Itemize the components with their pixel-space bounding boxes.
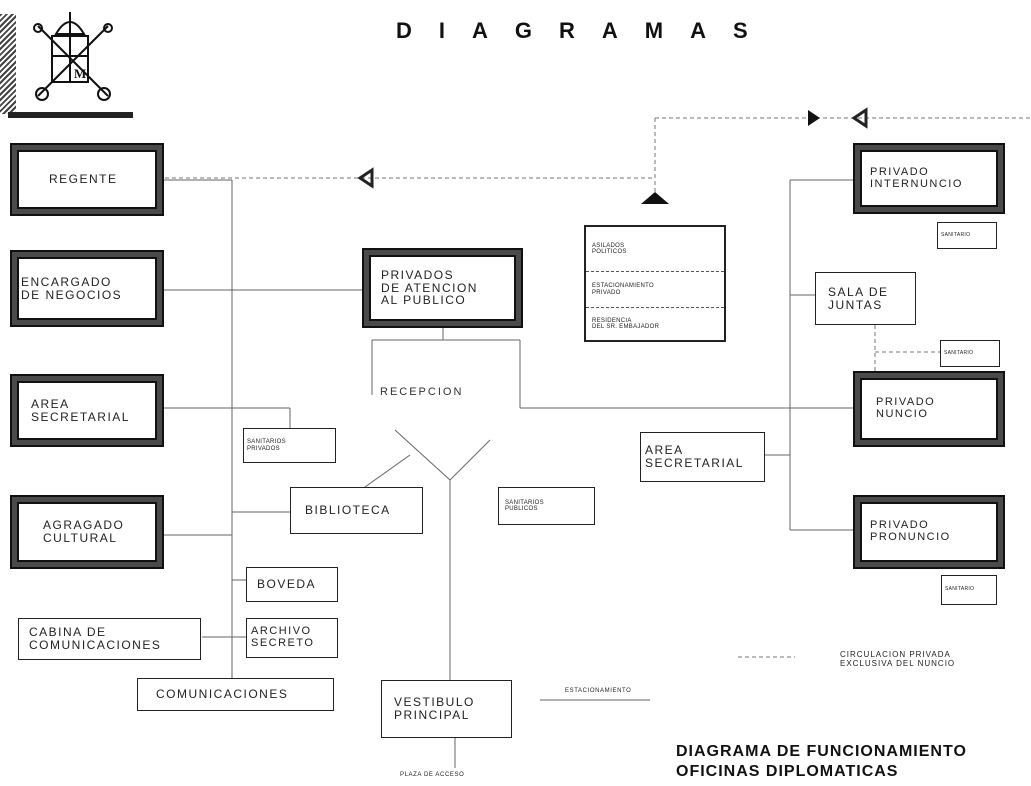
box-sanitarios-privados[interactable]: SANITARIOS PRIVADOS [243, 428, 336, 463]
label-plaza-de-acceso: PLAZA DE ACCESO [400, 772, 465, 778]
label-estacionamiento: ESTACIONAMIENTO [565, 688, 632, 694]
box-sanitario-internuncio[interactable]: SANITARIO [937, 222, 997, 249]
box-cabina-de-comunicaciones[interactable]: CABINA DE COMUNICACIONES [18, 618, 201, 660]
papal-coat-of-arms-icon: M [33, 12, 113, 101]
diagram-caption: DIAGRAMA DE FUNCIONAMIENTO OFICINAS DIPL… [676, 743, 967, 780]
box-biblioteca[interactable]: BIBLIOTECA [290, 487, 423, 534]
box-sanitario-pronuncio[interactable]: SANITARIO [941, 575, 997, 605]
box-asilados-estacionamiento-residencia[interactable]: ASILADOS POLITICOS ESTACIONAMIENTO PRIVA… [584, 225, 726, 342]
box-encargado-de-negocios[interactable]: ENCARGADO DE NEGOCIOS [17, 257, 157, 320]
legend-circulacion-privada: CIRCULACION PRIVADA EXCLUSIVA DEL NUNCIO [840, 650, 956, 668]
arrow-up-icon [641, 192, 669, 204]
box-privado-internuncio[interactable]: PRIVADO INTERNUNCIO [860, 150, 998, 207]
box-privado-pronuncio[interactable]: PRIVADO PRONUNCIO [860, 502, 998, 562]
box-sala-de-juntas[interactable]: SALA DE JUNTAS [815, 272, 916, 325]
box-agregado-cultural[interactable]: AGRAGADO CULTURAL [17, 502, 157, 562]
box-area-secretarial-left[interactable]: AREA SECRETARIAL [17, 381, 157, 440]
box-boveda[interactable]: BOVEDA [246, 567, 338, 602]
arrow-left-icon [357, 167, 374, 189]
arrow-left-icon [851, 107, 868, 129]
box-vestibulo-principal[interactable]: VESTIBULO PRINCIPAL [381, 680, 512, 738]
svg-text:M: M [74, 66, 86, 81]
box-comunicaciones[interactable]: COMUNICACIONES [137, 678, 334, 711]
arrow-right-icon [808, 110, 820, 126]
logo-side-strip [0, 14, 16, 114]
box-privados-atencion-al-publico[interactable]: PRIVADOS DE ATENCION AL PUBLICO [369, 255, 516, 321]
box-privado-nuncio[interactable]: PRIVADO NUNCIO [860, 378, 998, 440]
label-recepcion: RECEPCION [380, 386, 464, 398]
page-title: DIAGRAMAS [396, 18, 775, 43]
box-archivo-secreto[interactable]: ARCHIVO SECRETO [246, 618, 338, 658]
section-residencia: RESIDENCIA DEL SR. EMBAJADOR [592, 317, 660, 331]
box-sanitario-sala[interactable]: SANITARIO [940, 340, 1000, 367]
box-area-secretarial-right[interactable]: AREA SECRETARIAL [640, 432, 765, 482]
section-asilados: ASILADOS POLITICOS [586, 227, 724, 273]
section-estacionamiento-privado: ESTACIONAMIENTO PRIVADO [586, 272, 724, 309]
box-regente[interactable]: REGENTE [17, 150, 157, 209]
logo: M [8, 6, 133, 118]
box-sanitarios-publicos[interactable]: SANITARIOS PUBLICOS [498, 487, 595, 525]
